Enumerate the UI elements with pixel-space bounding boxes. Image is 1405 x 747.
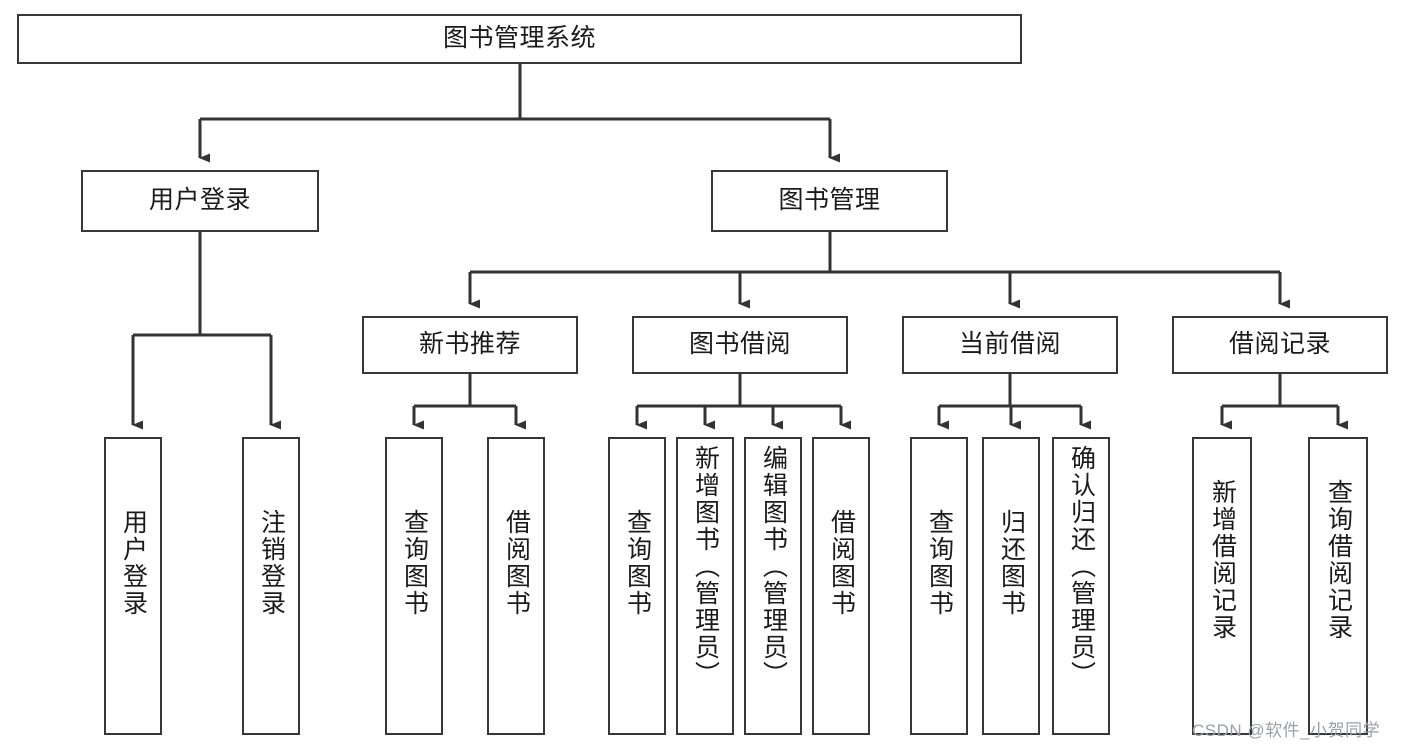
node-book-manage-label: 图书管理 xyxy=(778,186,881,215)
node-leaf-borrow-book-label: 借阅图书 xyxy=(827,509,856,617)
node-leaf-query-book-current-label: 查询图书 xyxy=(925,509,954,617)
node-leaf-add-borrow-record[interactable]: 新增借阅记录 xyxy=(1192,437,1252,735)
node-user-login-label: 用户登录 xyxy=(148,186,251,215)
node-borrow-record-label: 借阅记录 xyxy=(1228,330,1331,359)
node-leaf-user-login[interactable]: 用户登录 xyxy=(104,437,162,735)
node-leaf-query-borrow-record[interactable]: 查询借阅记录 xyxy=(1308,437,1368,735)
node-leaf-borrow-book[interactable]: 借阅图书 xyxy=(812,437,870,735)
node-leaf-query-book-current[interactable]: 查询图书 xyxy=(910,437,968,735)
node-leaf-confirm-return-label: 确认归还（管理员） xyxy=(1067,445,1096,688)
node-leaf-user-logout-label: 注销登录 xyxy=(257,509,286,617)
node-leaf-add-borrow-record-label: 新增借阅记录 xyxy=(1208,479,1237,641)
node-leaf-user-login-label: 用户登录 xyxy=(119,509,148,617)
node-root-label: 图书管理系统 xyxy=(442,24,596,53)
node-leaf-query-book-borrow-label: 查询图书 xyxy=(623,509,652,617)
node-current-borrow[interactable]: 当前借阅 xyxy=(902,316,1118,374)
node-leaf-query-borrow-record-label: 查询借阅记录 xyxy=(1324,479,1353,641)
node-user-login[interactable]: 用户登录 xyxy=(81,170,319,232)
node-leaf-edit-book[interactable]: 编辑图书（管理员） xyxy=(744,437,802,735)
node-book-manage[interactable]: 图书管理 xyxy=(711,170,948,232)
node-borrow-record[interactable]: 借阅记录 xyxy=(1172,316,1388,374)
node-book-borrow[interactable]: 图书借阅 xyxy=(632,316,848,374)
node-new-book-rec[interactable]: 新书推荐 xyxy=(362,316,578,374)
node-new-book-rec-label: 新书推荐 xyxy=(418,330,521,359)
node-leaf-borrow-book-rec-label: 借阅图书 xyxy=(502,509,531,617)
node-root[interactable]: 图书管理系统 xyxy=(17,14,1022,64)
node-leaf-query-book-rec-label: 查询图书 xyxy=(400,509,429,617)
node-leaf-return-book[interactable]: 归还图书 xyxy=(982,437,1040,735)
node-leaf-query-book-borrow[interactable]: 查询图书 xyxy=(608,437,666,735)
node-leaf-confirm-return[interactable]: 确认归还（管理员） xyxy=(1052,437,1110,735)
node-book-borrow-label: 图书借阅 xyxy=(688,330,791,359)
node-leaf-add-book[interactable]: 新增图书（管理员） xyxy=(676,437,734,735)
node-leaf-return-book-label: 归还图书 xyxy=(997,509,1026,617)
node-leaf-add-book-label: 新增图书（管理员） xyxy=(691,445,720,688)
node-current-borrow-label: 当前借阅 xyxy=(958,330,1061,359)
node-leaf-user-logout[interactable]: 注销登录 xyxy=(242,437,300,735)
node-leaf-query-book-rec[interactable]: 查询图书 xyxy=(385,437,443,735)
csdn-watermark: CSDN @软件_小贺同学 xyxy=(1192,721,1381,740)
node-leaf-edit-book-label: 编辑图书（管理员） xyxy=(759,445,788,688)
node-leaf-borrow-book-rec[interactable]: 借阅图书 xyxy=(487,437,545,735)
